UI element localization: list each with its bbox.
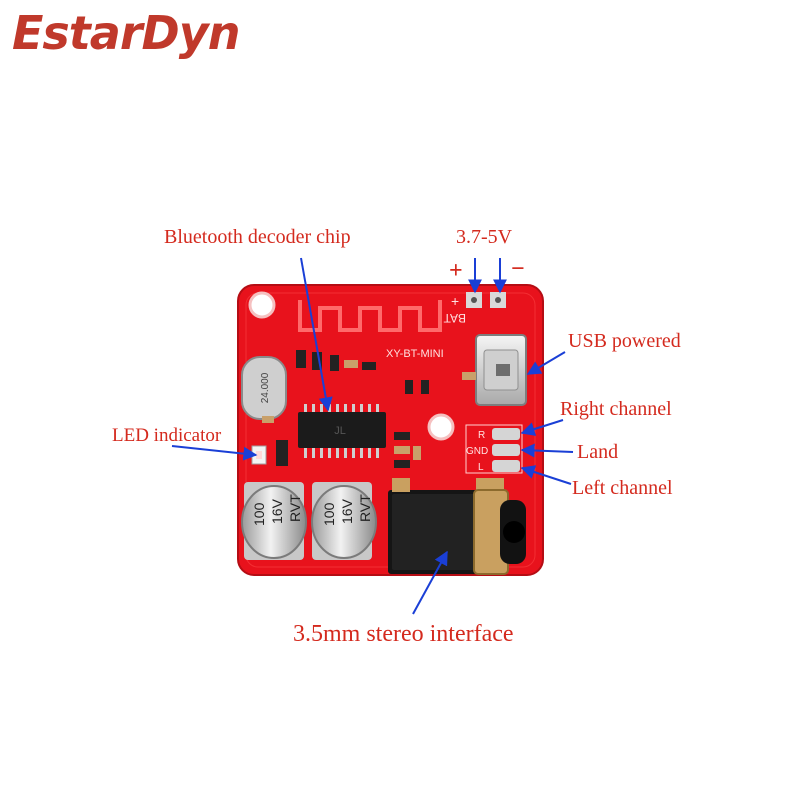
audio-jack — [388, 478, 526, 575]
jack-arrow — [412, 550, 448, 615]
smd-components — [262, 350, 476, 468]
crystal-label: 24.000 — [260, 372, 271, 403]
plus-label: + — [449, 258, 463, 284]
plus-silk: + — [451, 293, 459, 309]
land-arrow — [520, 443, 574, 458]
pin-l-silk: L — [478, 462, 484, 473]
brand-logo: EstarDyn — [12, 6, 240, 60]
left-arrow — [520, 465, 572, 485]
mounting-hole — [248, 291, 276, 319]
cap1-voltage: 16V — [269, 498, 285, 524]
left-channel-label: Left channel — [572, 477, 673, 499]
land-label: Land — [577, 441, 619, 463]
mounting-hole — [427, 413, 455, 441]
board-model-silk: XY-BT-MINI — [386, 348, 444, 360]
jack-label: 3.5mm stereo interface — [293, 621, 514, 647]
pin-r-silk: R — [478, 430, 485, 441]
led-label: LED indicator — [112, 425, 222, 446]
right-channel-label: Right channel — [560, 398, 672, 420]
cap2-voltage: 16V — [339, 498, 355, 524]
svg-text:JL: JL — [334, 425, 346, 437]
usb-label: USB powered — [568, 330, 681, 352]
cap2-value: 100 — [321, 502, 337, 526]
cap1-brand: RVT — [287, 494, 303, 522]
minus-label: − — [511, 256, 525, 282]
capacitor-2: 100 16V RVT — [311, 482, 377, 560]
antenna-trace — [298, 300, 442, 332]
pin-gnd-silk: GND — [466, 446, 488, 457]
chip-label: Bluetooth decoder chip — [164, 226, 351, 248]
crystal-oscillator: 24.000 — [241, 356, 287, 420]
cap1-value: 100 — [251, 502, 267, 526]
led-arrow — [171, 445, 258, 461]
chip-arrow — [300, 257, 333, 412]
bat-silk: BAT — [443, 311, 466, 325]
audio-pads: R GND L — [465, 424, 523, 474]
capacitor-1: 100 16V RVT — [241, 482, 307, 560]
usb-connector — [475, 334, 527, 406]
cap2-brand: RVT — [357, 494, 373, 522]
usb-arrow — [526, 351, 566, 375]
right-arrow — [520, 419, 564, 436]
voltage-label: 3.7-5V — [456, 226, 513, 248]
